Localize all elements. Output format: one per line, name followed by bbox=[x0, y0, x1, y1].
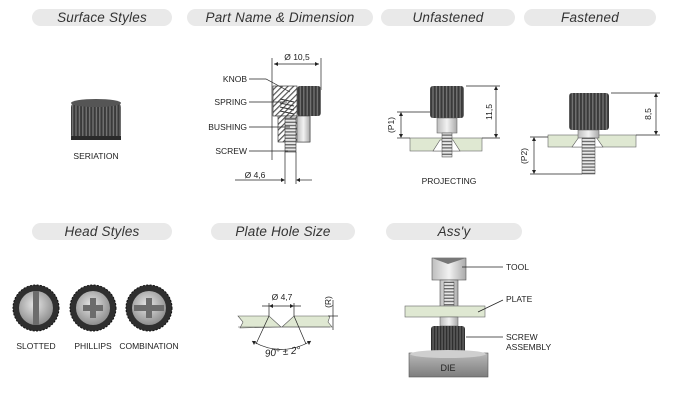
fastened-p2: (P2) bbox=[519, 148, 529, 164]
unfastened-drawing bbox=[397, 85, 500, 158]
section-assy: Ass'y bbox=[386, 223, 522, 240]
callout-spring: SPRING bbox=[214, 97, 247, 107]
phillips-head-icon bbox=[69, 284, 117, 332]
callout-knob: KNOB bbox=[223, 74, 247, 84]
dim-bottom-label: Ø 4,6 bbox=[245, 170, 266, 180]
hole-angle: 90° ± 2° bbox=[264, 345, 301, 360]
seriation-label: SERIATION bbox=[73, 151, 118, 161]
fastened-height: 8,5 bbox=[643, 108, 653, 120]
assy-die-label: DIE bbox=[440, 363, 455, 373]
slotted-label: SLOTTED bbox=[16, 341, 55, 351]
combination-label: COMBINATION bbox=[119, 341, 178, 351]
section-surface-styles: Surface Styles bbox=[32, 9, 172, 26]
dim-top-label: Ø 10,5 bbox=[284, 52, 310, 62]
section-fastened: Fastened bbox=[524, 9, 656, 26]
section-head-styles: Head Styles bbox=[32, 223, 172, 240]
assy-assembly-label: ASSEMBLY bbox=[506, 342, 552, 352]
hole-diameter: Ø 4,7 bbox=[272, 292, 293, 302]
phillips-label: PHILLIPS bbox=[74, 341, 112, 351]
assy-tool-label: TOOL bbox=[506, 262, 529, 272]
hole-r: (R) bbox=[323, 296, 333, 308]
slotted-head-icon bbox=[12, 284, 60, 332]
section-part-name-dimension: Part Name & Dimension bbox=[187, 9, 373, 26]
unfastened-p1: (P1) bbox=[386, 117, 396, 133]
callout-screw: SCREW bbox=[215, 146, 247, 156]
fastened-drawing bbox=[530, 92, 660, 175]
seriation-knob-icon bbox=[71, 99, 121, 140]
part-section-drawing bbox=[235, 58, 322, 184]
unfastened-height: 11,5 bbox=[484, 104, 494, 120]
projecting-label: PROJECTING bbox=[422, 176, 477, 186]
callout-bushing: BUSHING bbox=[208, 122, 247, 132]
plate-hole-drawing bbox=[237, 300, 338, 350]
section-plate-hole-size: Plate Hole Size bbox=[211, 223, 355, 240]
assy-screw-label: SCREW bbox=[506, 332, 538, 342]
combination-head-icon bbox=[125, 284, 173, 332]
assy-plate-label: PLATE bbox=[506, 294, 533, 304]
assembly-drawing bbox=[404, 257, 504, 378]
section-unfastened: Unfastened bbox=[381, 9, 515, 26]
